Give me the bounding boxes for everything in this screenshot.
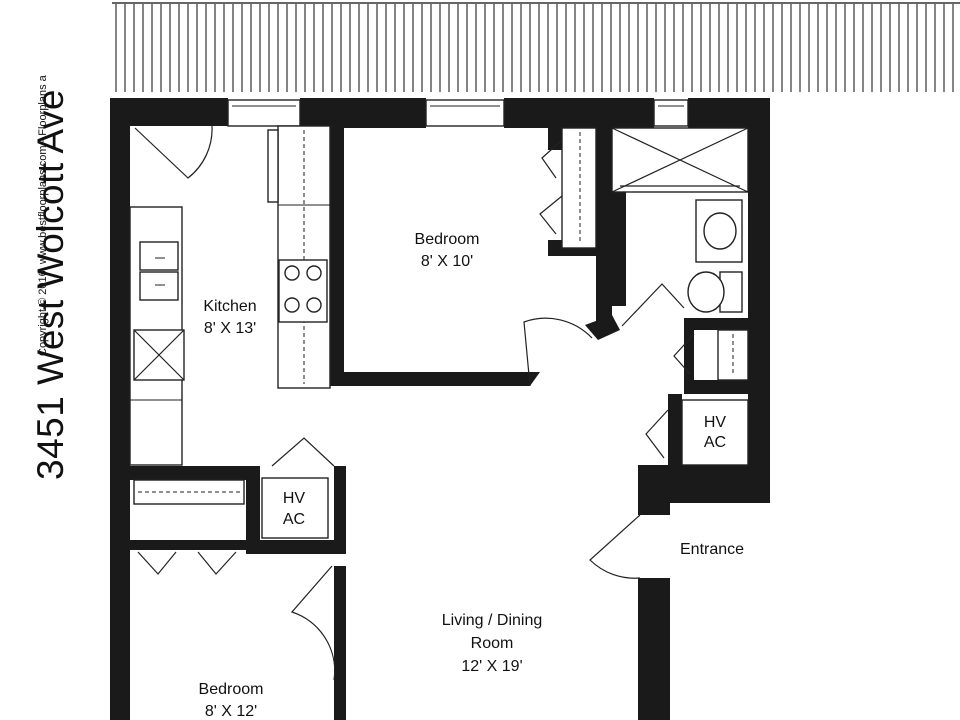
kitchen-size: 8' X 13' (204, 320, 256, 337)
bedroom-bottom-label: Bedroom (199, 681, 264, 698)
entrance-label: Entrance (680, 541, 744, 558)
bathroom (611, 127, 749, 327)
hvac-right (645, 329, 749, 466)
exterior-walls (110, 98, 770, 720)
room-labels: Kitchen 8' X 13' Bedroom 8' X 10' Bedroo… (199, 231, 745, 720)
hvac-right-line1: HV (704, 414, 727, 431)
kitchen-counter-left (129, 206, 185, 466)
bedroom-top-label: Bedroom (415, 231, 480, 248)
hvac-right-line2: AC (704, 434, 726, 451)
doors (134, 125, 641, 681)
bedroom-top-closet (539, 127, 597, 249)
bedroom-top-size: 8' X 10' (421, 253, 473, 270)
left-closet (133, 479, 245, 575)
living-label-line2: Room (471, 635, 514, 652)
hvac-left-line1: HV (283, 490, 306, 507)
living-label-line1: Living / Dining (442, 612, 543, 629)
hvac-left (261, 437, 335, 539)
living-size: 12' X 19' (461, 658, 522, 675)
bedroom-bottom-size: 8' X 12' (205, 703, 257, 720)
kitchen-counter-right (267, 125, 331, 389)
deck-railing (112, 0, 960, 95)
kitchen-label: Kitchen (203, 298, 256, 315)
hvac-left-line2: AC (283, 511, 305, 528)
